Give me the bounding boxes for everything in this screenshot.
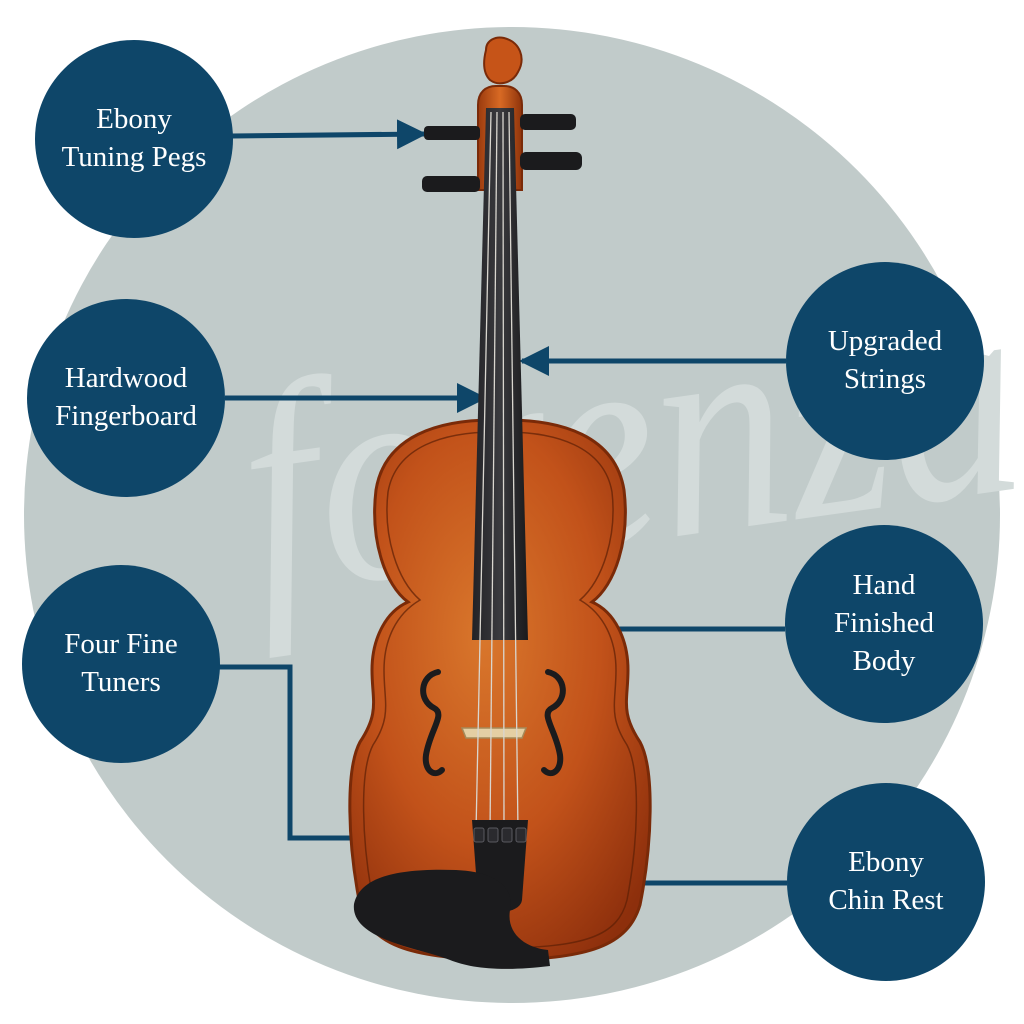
violin-illustration: [348, 36, 652, 969]
chin-rest: [353, 869, 550, 969]
callout-text-line: Chin Rest: [828, 884, 944, 916]
callout-text-line: Fingerboard: [55, 400, 197, 432]
tuning-peg-right-upper: [520, 114, 576, 130]
callout-four-fine-tuners: Four Fine Tuners: [22, 565, 220, 763]
callout-text-line: Four Fine: [64, 628, 178, 661]
callout-text-line: Body: [852, 644, 916, 677]
callout-text-line: Ebony: [96, 103, 172, 136]
violin-scroll: [483, 36, 523, 85]
callout-text-line: Finished: [834, 607, 934, 640]
callout-text-line: Tuners: [81, 666, 161, 698]
fine-tuners: [473, 827, 527, 843]
callout-text-line: Tuning Pegs: [61, 141, 207, 173]
f-hole-left: [420, 669, 445, 777]
tuning-peg-right-lower: [520, 152, 582, 170]
callout-hardwood-fingerboard: Hardwood Fingerboard: [27, 299, 225, 497]
callout-text-line: Hardwood: [64, 362, 188, 395]
leader-line-tuning-pegs: [231, 119, 427, 150]
violin-strings: [475, 111, 519, 833]
callout-text-line: Strings: [843, 363, 927, 395]
f-hole-right: [541, 669, 566, 777]
callout-ebony-tuning-pegs: Ebony Tuning Pegs: [35, 40, 233, 238]
tuning-peg-left-lower: [422, 176, 480, 192]
callout-upgraded-strings: Upgraded Strings: [786, 262, 984, 460]
tuning-peg-left-upper: [424, 126, 480, 140]
callout-ebony-chin-rest: Ebony Chin Rest: [787, 783, 985, 981]
callout-text-line: Hand: [852, 569, 916, 602]
callout-text-line: Upgraded: [827, 325, 943, 358]
callout-hand-finished-body: Hand Finished Body: [785, 525, 983, 723]
callout-text-line: Ebony: [848, 846, 924, 879]
